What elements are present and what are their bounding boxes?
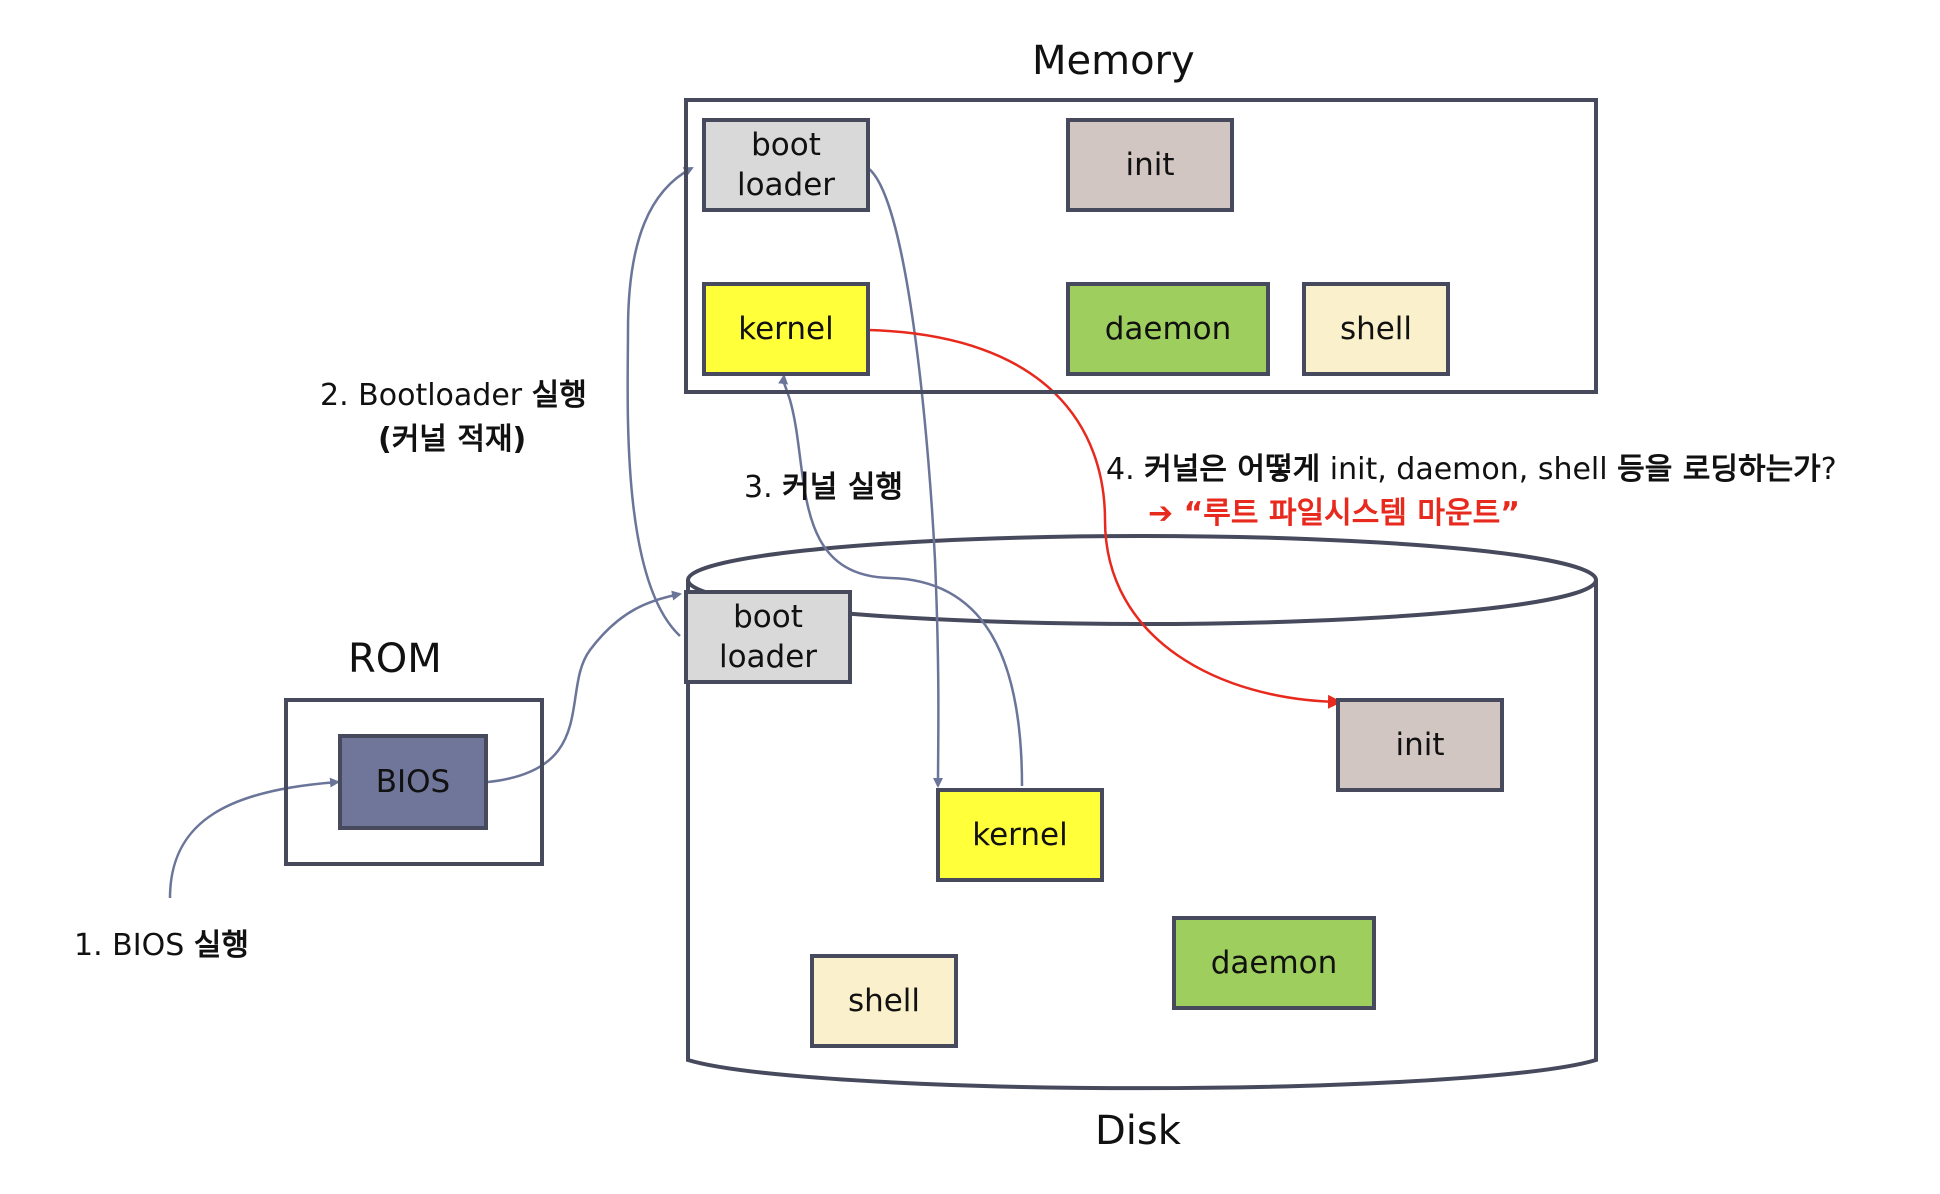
disk-bootloader-block: boot loader: [684, 590, 852, 684]
step4-end: ?: [1820, 452, 1837, 487]
disk-kernel-block: kernel: [936, 788, 1104, 882]
memory-kernel-block: kernel: [702, 282, 870, 376]
memory-daemon-label: daemon: [1104, 311, 1232, 347]
step4-arrow-icon: ➔: [1148, 496, 1174, 531]
arrow-step3-run-kernel: [778, 374, 1024, 787]
memory-bootloader-label: boot loader: [736, 127, 836, 203]
step4-answer-text: “루트 파일시스템 마운트”: [1183, 496, 1520, 531]
step2-line2: (커널 적재): [378, 414, 526, 458]
memory-shell-label: shell: [1339, 311, 1413, 347]
rom-container: [284, 698, 544, 866]
arrow-step4-kernel-to-init: [867, 328, 1342, 709]
memory-bootloader-block: boot loader: [702, 118, 870, 212]
arrow-bootloader-to-disk-kernel: [867, 167, 944, 788]
step3-latin: 3.: [744, 470, 783, 505]
memory-init-label: init: [1125, 147, 1175, 183]
memory-kernel-label: kernel: [738, 311, 834, 347]
step4-prefix: 4.: [1106, 452, 1145, 487]
disk-kernel-label: kernel: [972, 817, 1068, 853]
step4-part2: 등을 로딩하는가: [1617, 452, 1821, 487]
step3-hangul: 커널 실행: [782, 470, 904, 505]
step2-latin: 2. Bootloader: [320, 378, 532, 413]
memory-shell-block: shell: [1302, 282, 1450, 376]
step2-hangul: 실행: [531, 378, 587, 413]
memory-daemon-block: daemon: [1066, 282, 1270, 376]
disk-init-block: init: [1336, 698, 1504, 792]
arrow-step1: [168, 777, 340, 899]
step3-label: 3. 커널 실행: [744, 462, 903, 506]
disk-shell-label: shell: [847, 983, 921, 1019]
arrow-bios-to-disk-bootloader: [487, 590, 682, 784]
rom-title: ROM: [348, 636, 442, 682]
disk-cylinder-body: [686, 580, 1598, 1091]
step4-part1: 커널은 어떻게: [1144, 452, 1321, 487]
disk-bootloader-label: boot loader: [718, 599, 818, 675]
step1-hangul: 실행: [193, 928, 249, 963]
memory-container: [684, 98, 1598, 394]
memory-title: Memory: [1032, 38, 1195, 84]
step2-label: 2. Bootloader 실행: [320, 370, 587, 414]
disk-title: Disk: [1095, 1108, 1181, 1154]
step4-mid: init, daemon, shell: [1320, 452, 1618, 487]
rom-bios-label: BIOS: [375, 764, 451, 800]
step2-subtitle: (커널 적재): [378, 422, 527, 457]
arrow-step2-load-bootloader: [626, 166, 694, 637]
step4-question: 4. 커널은 어떻게 init, daemon, shell 등을 로딩하는가?: [1106, 444, 1837, 488]
step1-latin: 1. BIOS: [74, 928, 194, 963]
step4-answer: ➔ “루트 파일시스템 마운트”: [1148, 488, 1520, 532]
disk-shell-block: shell: [810, 954, 958, 1048]
disk-daemon-label: daemon: [1210, 945, 1338, 981]
disk-init-label: init: [1395, 727, 1445, 763]
step1-label: 1. BIOS 실행: [74, 920, 249, 964]
memory-init-block: init: [1066, 118, 1234, 212]
rom-bios-block: BIOS: [338, 734, 488, 830]
disk-daemon-block: daemon: [1172, 916, 1376, 1010]
